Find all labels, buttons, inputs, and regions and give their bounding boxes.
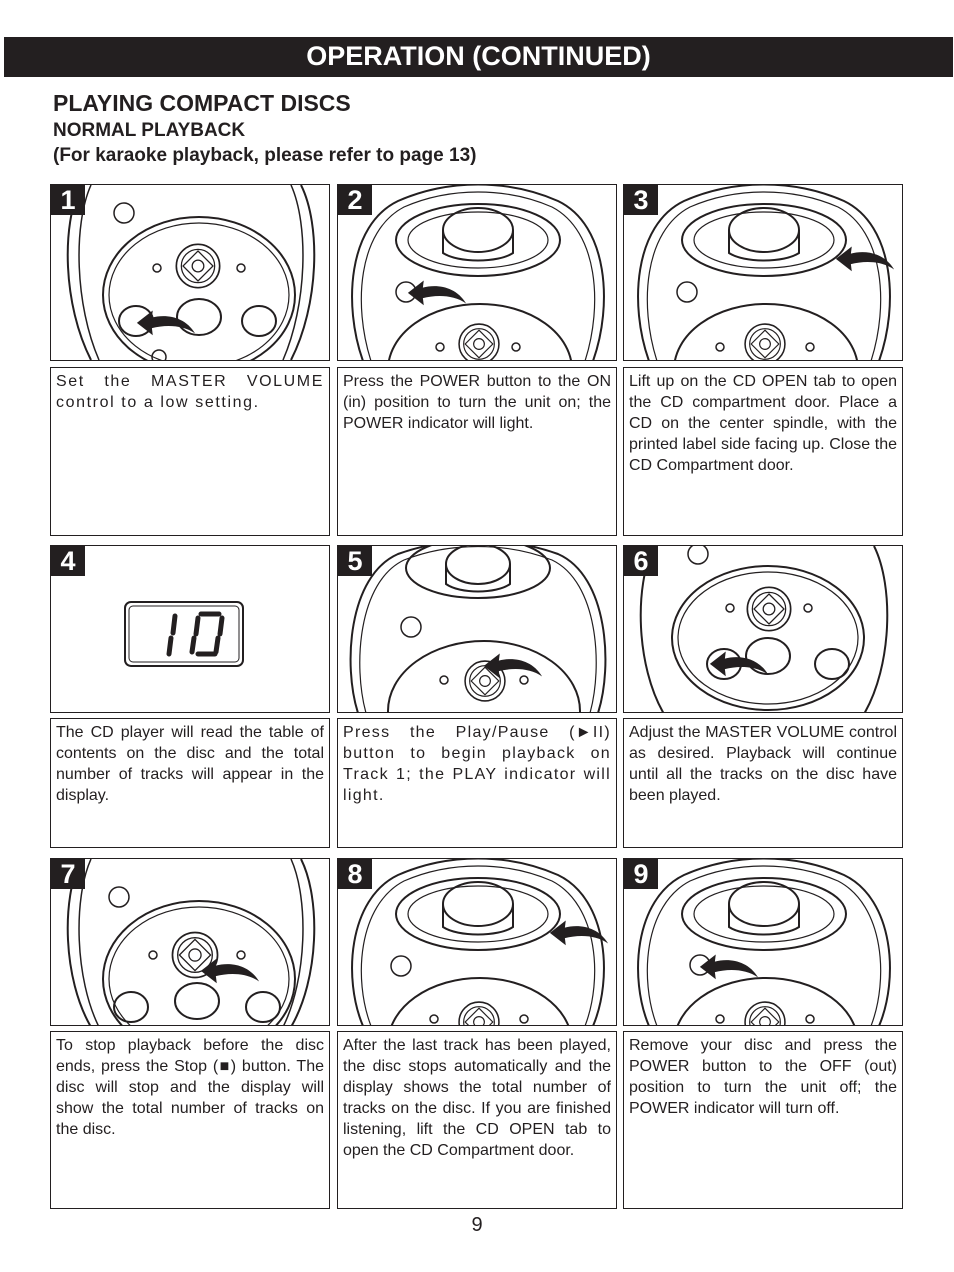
step-4-illustration: 4 bbox=[50, 545, 330, 713]
step-1-illustration: 1 bbox=[50, 184, 330, 361]
step-9-text: Remove your disc and press the POWER but… bbox=[623, 1031, 903, 1209]
step-7-text: To stop playback before the disc ends, p… bbox=[50, 1031, 330, 1209]
step-2-text: Press the POWER button to the ON (in) po… bbox=[337, 367, 617, 536]
page-number: 9 bbox=[471, 1214, 483, 1236]
step-8-illustration: 8 bbox=[337, 858, 617, 1026]
step-3-illustration: 3 bbox=[623, 184, 903, 361]
step-9-illustration: 9 bbox=[623, 858, 903, 1026]
step-4-text: The CD player will read the table of con… bbox=[50, 718, 330, 848]
step-1-text: Set the MASTER VOLUME control to a low s… bbox=[50, 367, 330, 536]
step-6-text: Adjust the MASTER VOLUME control as desi… bbox=[623, 718, 903, 848]
step-1-number: 1 bbox=[51, 185, 85, 215]
step-9-number: 9 bbox=[624, 859, 658, 889]
step-5-text: Press the Play/Pause (►II) button to beg… bbox=[337, 718, 617, 848]
control-panel-illustration bbox=[66, 185, 316, 360]
section-title: PLAYING COMPACT DISCS bbox=[53, 90, 351, 116]
step-4-number: 4 bbox=[51, 546, 85, 576]
step-7-illustration: 7 bbox=[50, 858, 330, 1026]
lcd-display-illustration bbox=[124, 601, 244, 667]
step-5-number: 5 bbox=[338, 546, 372, 576]
subtitle: NORMAL PLAYBACK bbox=[53, 120, 246, 141]
step-6-number: 6 bbox=[624, 546, 658, 576]
step-8-number: 8 bbox=[338, 859, 372, 889]
step-3-text: Lift up on the CD OPEN tab to open the C… bbox=[623, 367, 903, 536]
banner: OPERATION (CONTINUED) bbox=[4, 37, 953, 77]
karaoke-note: (For karaoke playback, please refer to p… bbox=[53, 145, 477, 166]
banner-title: OPERATION (CONTINUED) bbox=[306, 41, 651, 71]
step-8-text: After the last track has been played, th… bbox=[337, 1031, 617, 1209]
step-7-number: 7 bbox=[51, 859, 85, 889]
step-2-number: 2 bbox=[338, 185, 372, 215]
step-2-illustration: 2 bbox=[337, 184, 617, 361]
step-6-illustration: 6 bbox=[623, 545, 903, 713]
step-5-illustration: 5 bbox=[337, 545, 617, 713]
step-3-number: 3 bbox=[624, 185, 658, 215]
